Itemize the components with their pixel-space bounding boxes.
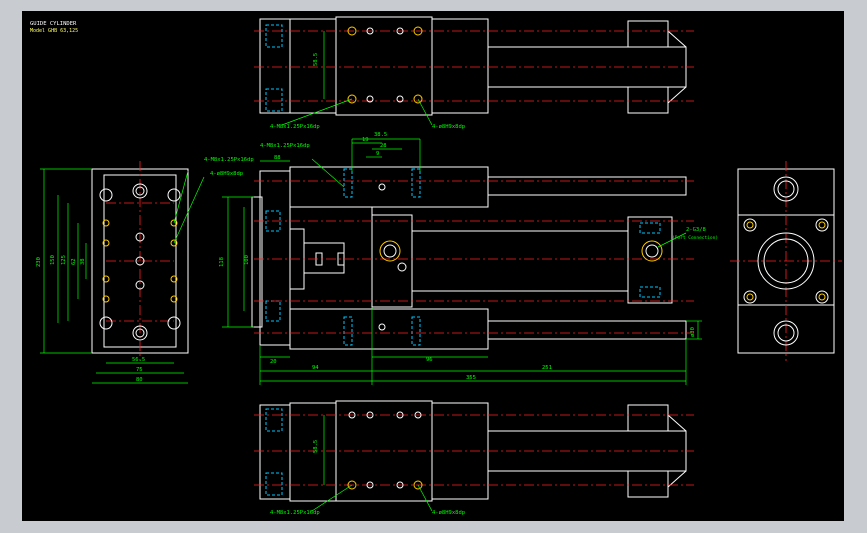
front-dim-94: 94 [312,365,319,371]
front-dim-ø30: ø30 [690,327,696,337]
front-dim-100: 100 [244,255,250,265]
side-dim-125: 125 [61,255,67,265]
side-left-holes [99,183,181,341]
title-line-2: Model GHB 63,125 [30,28,78,34]
front-port-note: (Port Connection) [672,235,718,241]
bottom-label-right: 4-ø8H9x8dp [432,510,465,516]
front-dim-96: 96 [426,357,433,363]
front-view-hidden-lines [265,168,661,346]
side-dim-75: 75 [136,367,143,373]
side-right-view [730,161,842,361]
title-block: GUIDE CYLINDER Model GHB 63,125 [30,21,78,34]
side-dim-56-5: 56.5 [132,357,145,363]
front-dim-19: 19 [362,137,369,143]
front-dim-top: 38.5 [374,132,387,138]
front-dim-20: 20 [270,359,277,365]
front-view: 38.5 19 28 9 4-M8x1.25Px16dp 88 118 100 … [219,132,718,385]
front-dim-9: 9 [376,151,379,157]
side-label-1: 4-M8x1.25Px16dp [204,157,254,163]
side-dim-80: 80 [136,377,143,383]
top-view: 58.5 4-M8x1.25Px16dp 4-ø8H9x8dp [254,16,694,130]
top-view-holes [347,26,423,104]
front-dim-251: 251 [542,365,552,371]
side-dim-230: 230 [36,257,42,267]
bottom-view-holes [347,411,423,490]
side-label-2: 4-ø8H9x8dp [210,171,243,177]
bottom-dim-vertical: 58.5 [313,440,319,453]
front-label-top-left: 4-M8x1.25Px16dp [260,143,310,149]
bottom-view: 58.5 4-M8x1.25Px16dp 4-ø8H9x8dp [254,400,694,516]
top-dim-vertical: 58.5 [313,53,319,66]
front-port-label: 2-G3/8 [686,227,706,233]
front-dim-88: 88 [274,155,281,161]
front-dim-118: 118 [219,257,225,267]
top-label-left: 4-M8x1.25Px16dp [270,124,320,130]
front-dim-28: 28 [380,143,387,149]
cad-viewport[interactable]: .o { stroke:#ffffff; fill:none; stroke-w… [22,11,844,521]
front-dim-355: 355 [466,375,476,381]
cad-drawing: .o { stroke:#ffffff; fill:none; stroke-w… [30,16,842,516]
side-left-view: 230 150 125 62 38 56.5 75 80 4-M8x1.25Px… [36,157,254,384]
side-dim-62: 62 [71,258,77,265]
top-label-right: 4-ø8H9x8dp [432,124,465,130]
title-line-1: GUIDE CYLINDER [30,21,77,27]
side-dim-150: 150 [50,255,56,265]
side-dim-38: 38 [80,258,86,265]
bottom-label-left: 4-M8x1.25Px16dp [270,510,320,516]
